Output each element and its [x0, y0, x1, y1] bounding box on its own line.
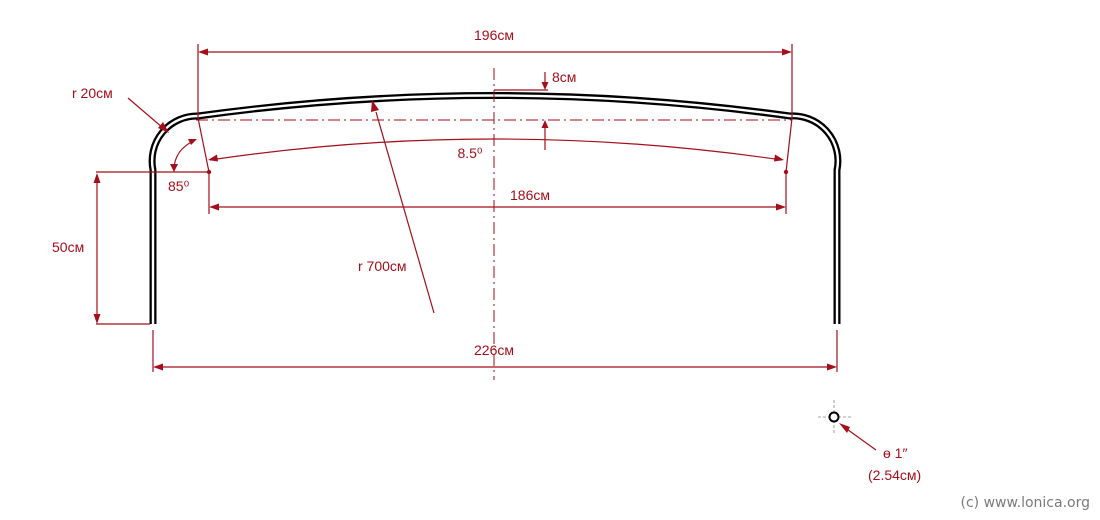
overall-width-dimension — [152, 330, 838, 372]
tube-frame — [148, 92, 842, 324]
tube-diameter-cm-label: (2.54см) — [868, 467, 921, 483]
arc-angle-dimension — [197, 117, 793, 175]
corner-radius-label: r 20см — [72, 85, 113, 101]
top-width-dimension — [197, 44, 793, 118]
side-angle-dimension — [96, 139, 209, 173]
inner-span-label: 186см — [510, 187, 550, 203]
leg-height-dimension — [93, 173, 150, 325]
leg-height-label: 50см — [52, 239, 84, 255]
tube-diameter-label: ɵ 1″ — [883, 445, 907, 461]
rise-label: 8см — [552, 69, 576, 85]
arc-angle-label: 8.5⁰ — [457, 145, 482, 161]
arc-radius-leader — [371, 100, 435, 314]
copyright-text: (c) www.lonica.org — [961, 495, 1091, 511]
side-angle-label: 85⁰ — [168, 178, 190, 194]
overall-width-label: 226см — [474, 342, 514, 358]
corner-radius-leader — [127, 97, 169, 133]
top-width-label: 196см — [474, 27, 514, 43]
inner-span-dimension — [208, 172, 787, 214]
arc-radius-label: r 700см — [358, 258, 407, 274]
rise-dimension — [494, 72, 549, 150]
tube-cross-section — [818, 400, 877, 451]
